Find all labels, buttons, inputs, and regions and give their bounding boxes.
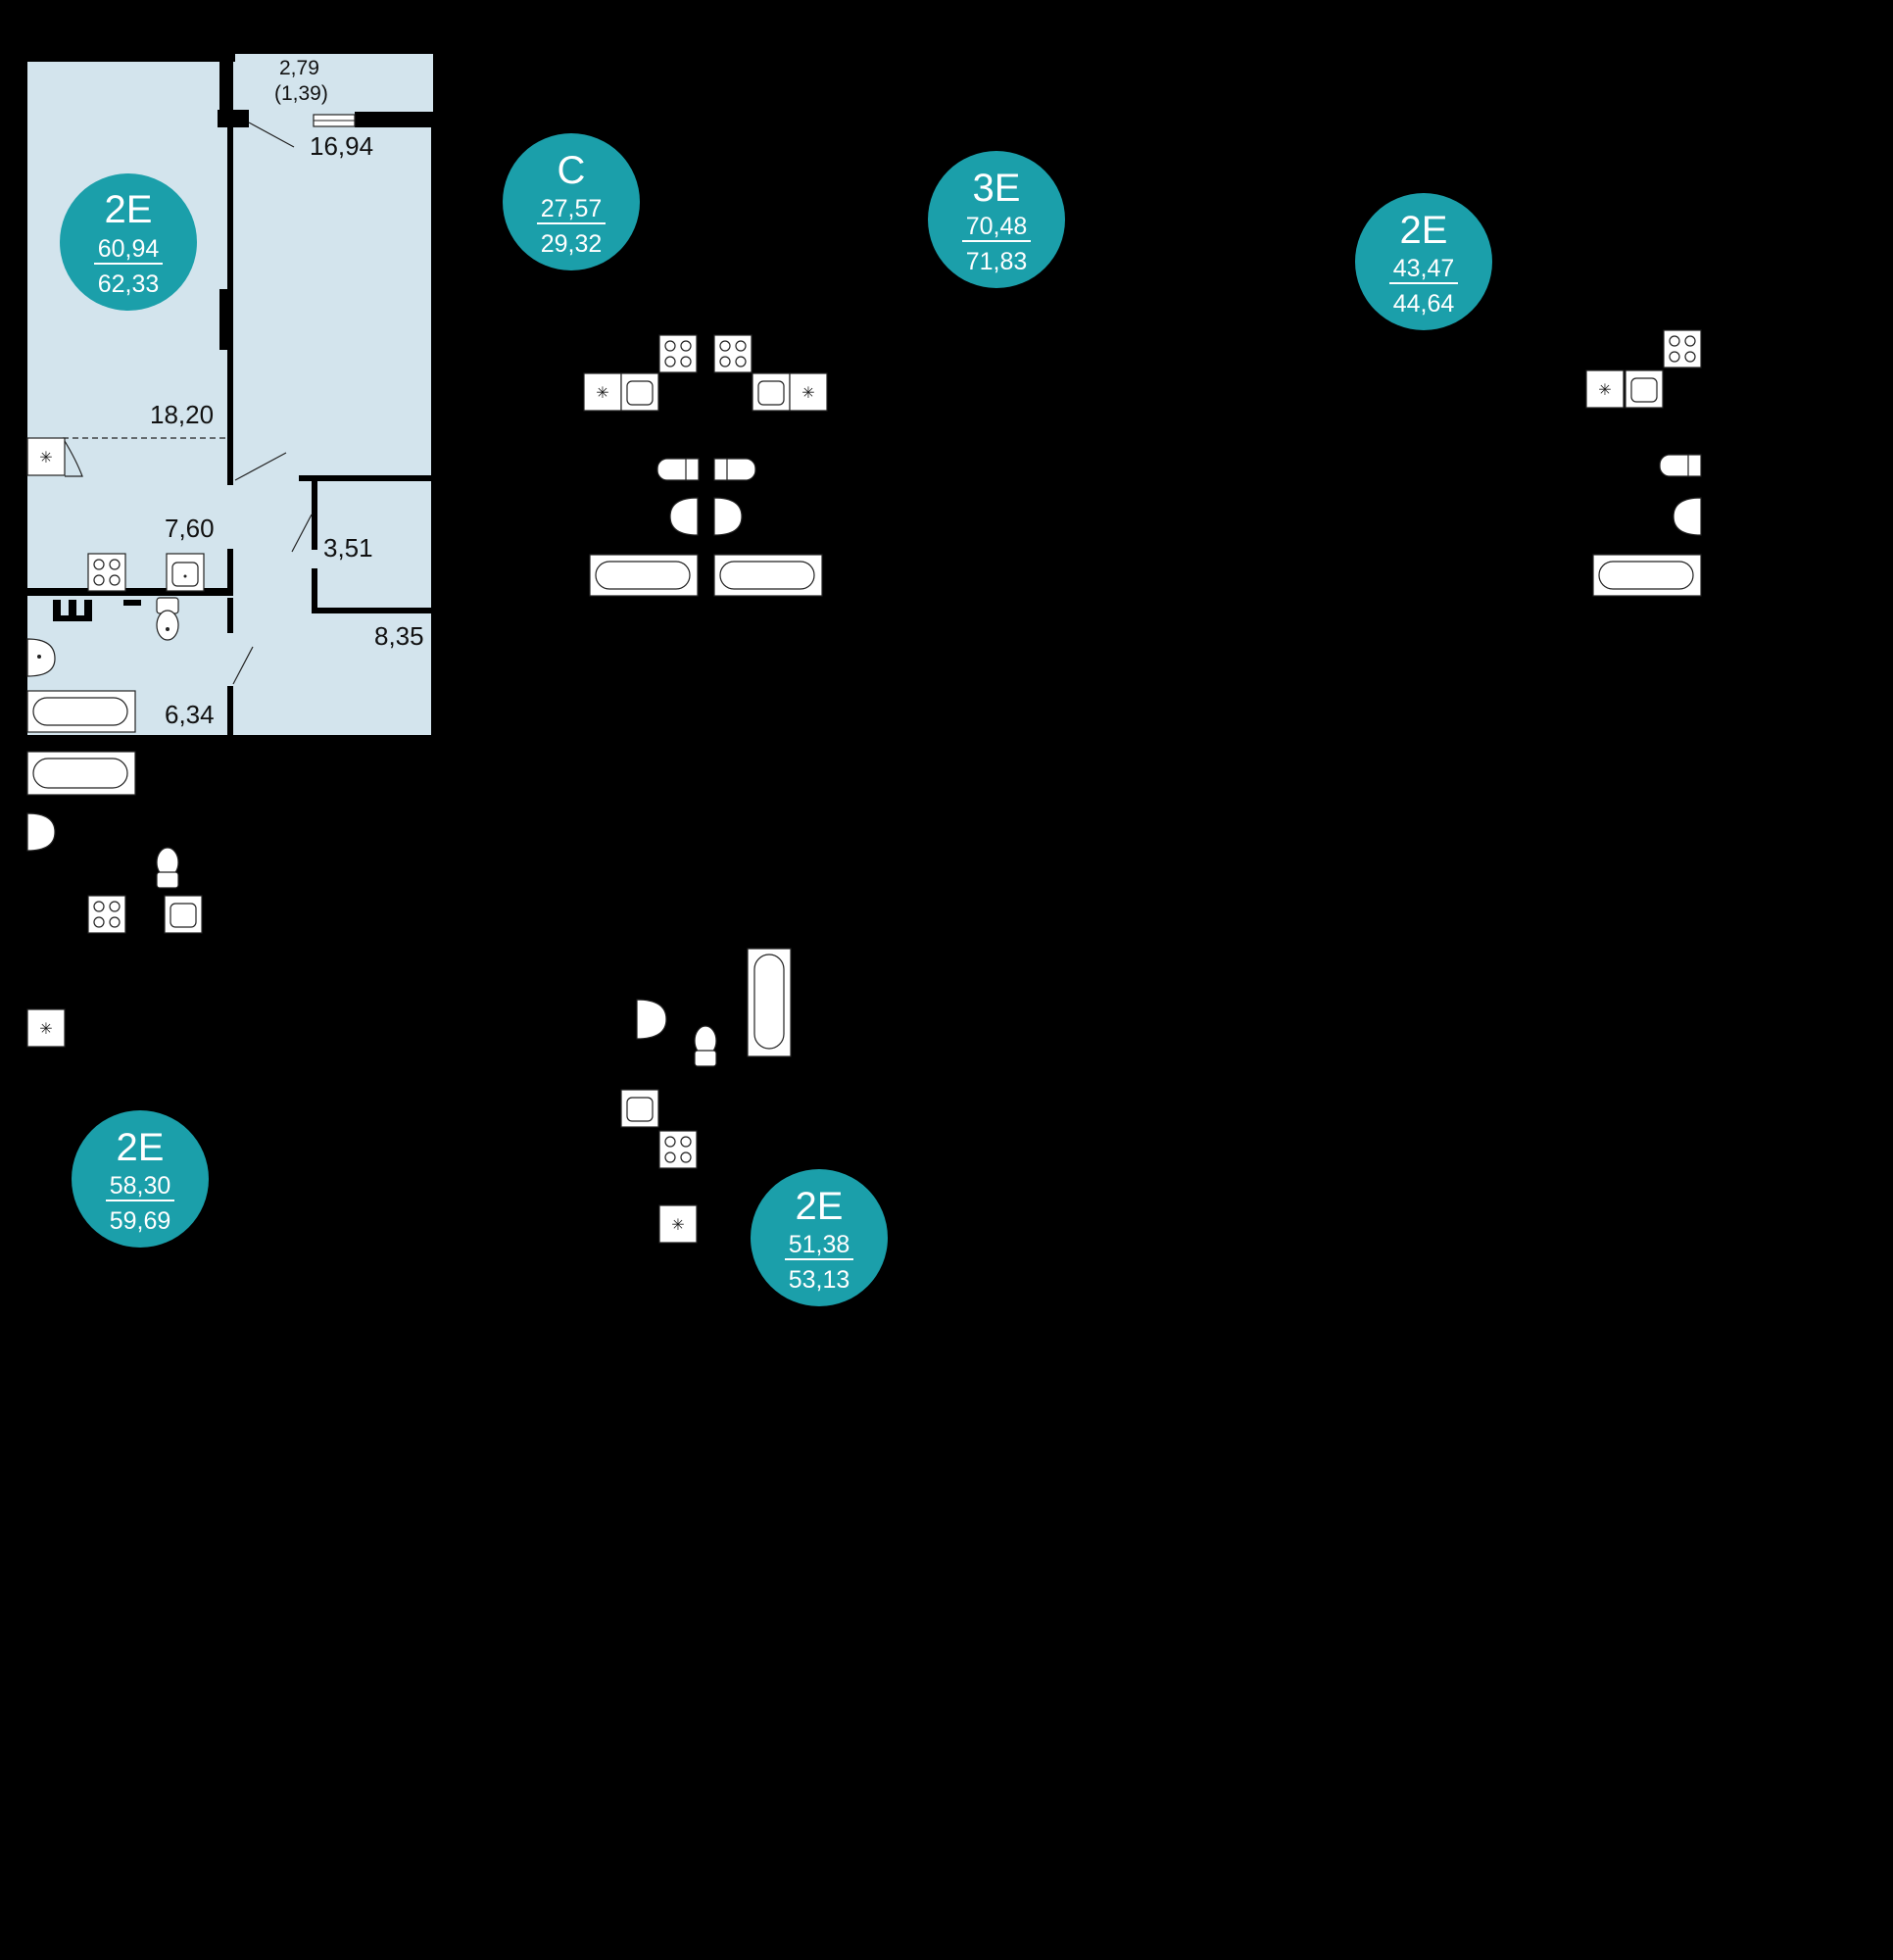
unit-type: 2E (117, 1126, 165, 1169)
unit-area-total: 29,32 (541, 230, 603, 258)
fridge-icon: ✳ (26, 1008, 66, 1048)
unit-badge-selected[interactable]: 2E 60,94 62,33 (60, 173, 197, 311)
fridge-icon: ✳ (789, 372, 828, 412)
stove-icon (87, 895, 126, 934)
unit-badge[interactable]: 2E 43,47 44,64 (1355, 193, 1492, 330)
fridge-icon: ✳ (1585, 369, 1625, 409)
bathroom-door-swing (232, 646, 254, 685)
washbasin-icon (713, 497, 743, 536)
svg-text:✳: ✳ (39, 448, 52, 466)
svg-text:✳: ✳ (671, 1215, 684, 1234)
stove-icon (658, 334, 698, 373)
living-room-area-label: 16,94 (310, 131, 373, 161)
bathtub-icon (1592, 554, 1702, 597)
wardrobe-area-label: 3,51 (323, 533, 373, 563)
sink-icon (620, 372, 659, 412)
sink-icon (166, 553, 205, 592)
fridge-icon: ✳ (658, 1204, 698, 1244)
washbasin-icon (26, 812, 56, 852)
washbasin-icon (636, 999, 667, 1040)
bathtub-icon (713, 554, 823, 597)
unit-area-total: 71,83 (966, 248, 1028, 275)
sink-icon (620, 1089, 659, 1128)
bathtub-icon (26, 690, 136, 733)
stove-icon (1663, 329, 1702, 368)
unit-badge[interactable]: 3E 70,48 71,83 (928, 151, 1065, 288)
unit-type: 2E (796, 1185, 844, 1228)
bathtub-icon (26, 751, 136, 796)
unit-area-living: 70,48 (966, 213, 1028, 240)
unit-area-total: 59,69 (110, 1207, 171, 1235)
toilet-icon (156, 597, 179, 641)
svg-text:✳: ✳ (801, 383, 814, 402)
svg-text:✳: ✳ (1598, 380, 1611, 399)
unit-area-living: 58,30 (110, 1172, 171, 1200)
wardrobe-door-swing (291, 514, 313, 553)
unit-badge[interactable]: 2E 51,38 53,13 (751, 1169, 888, 1306)
unit-area-living: 27,57 (541, 195, 603, 222)
sink-icon (164, 895, 203, 934)
unit-type: 2E (1400, 209, 1448, 252)
unit-type: 2E (105, 188, 153, 231)
balcony-fill (235, 54, 433, 113)
unit-badge[interactable]: C 27,57 29,32 (503, 133, 640, 270)
walls (27, 54, 433, 735)
other-units-fixtures: ✳ ✳ ✳ ✳ ✳ (26, 329, 1702, 1244)
toilet-icon (694, 1025, 717, 1067)
balcony-area-label: 2,79 (279, 57, 319, 79)
corridor-area-label: 8,35 (374, 621, 424, 651)
toilet-icon (156, 847, 179, 889)
balcony-door-swing (248, 122, 295, 148)
washbasin-icon (669, 497, 699, 536)
toilet-icon (713, 458, 756, 481)
washbasin-icon (1673, 497, 1702, 536)
stove-icon (713, 334, 752, 373)
svg-text:✳: ✳ (39, 1019, 52, 1038)
bathroom-area-label: 6,34 (165, 700, 215, 729)
sink-icon (752, 372, 791, 412)
bedroom-area-label: 18,20 (150, 400, 214, 429)
unit-area-total: 53,13 (789, 1266, 850, 1294)
stove-icon (658, 1130, 698, 1169)
room-door-swing (234, 452, 287, 481)
sink-icon (1625, 369, 1664, 409)
fridge-icon: ✳ (26, 437, 83, 477)
bathtub-icon (747, 948, 792, 1057)
washbasin-icon (26, 638, 56, 677)
bathtub-icon (589, 554, 699, 597)
unit-badge[interactable]: 2E 58,30 59,69 (72, 1110, 209, 1248)
selected-unit[interactable]: ✳ 2,79 (1,39) 16,94 18,20 (26, 54, 433, 735)
unit-area-total: 44,64 (1393, 290, 1455, 318)
unit-area-total: 62,33 (98, 270, 160, 298)
unit-type: 3E (973, 167, 1021, 210)
toilet-icon (1659, 454, 1702, 477)
unit-type: C (558, 149, 586, 192)
svg-text:✳: ✳ (596, 383, 608, 402)
unit-area-living: 43,47 (1393, 255, 1455, 282)
hall-area-label: 7,60 (165, 514, 215, 543)
fridge-icon: ✳ (583, 372, 622, 412)
stove-icon (87, 553, 126, 592)
unit-area-living: 51,38 (789, 1231, 850, 1258)
unit-area-living: 60,94 (98, 235, 160, 263)
balcony-reduced-area-label: (1,39) (274, 82, 328, 105)
toilet-icon (656, 458, 700, 481)
